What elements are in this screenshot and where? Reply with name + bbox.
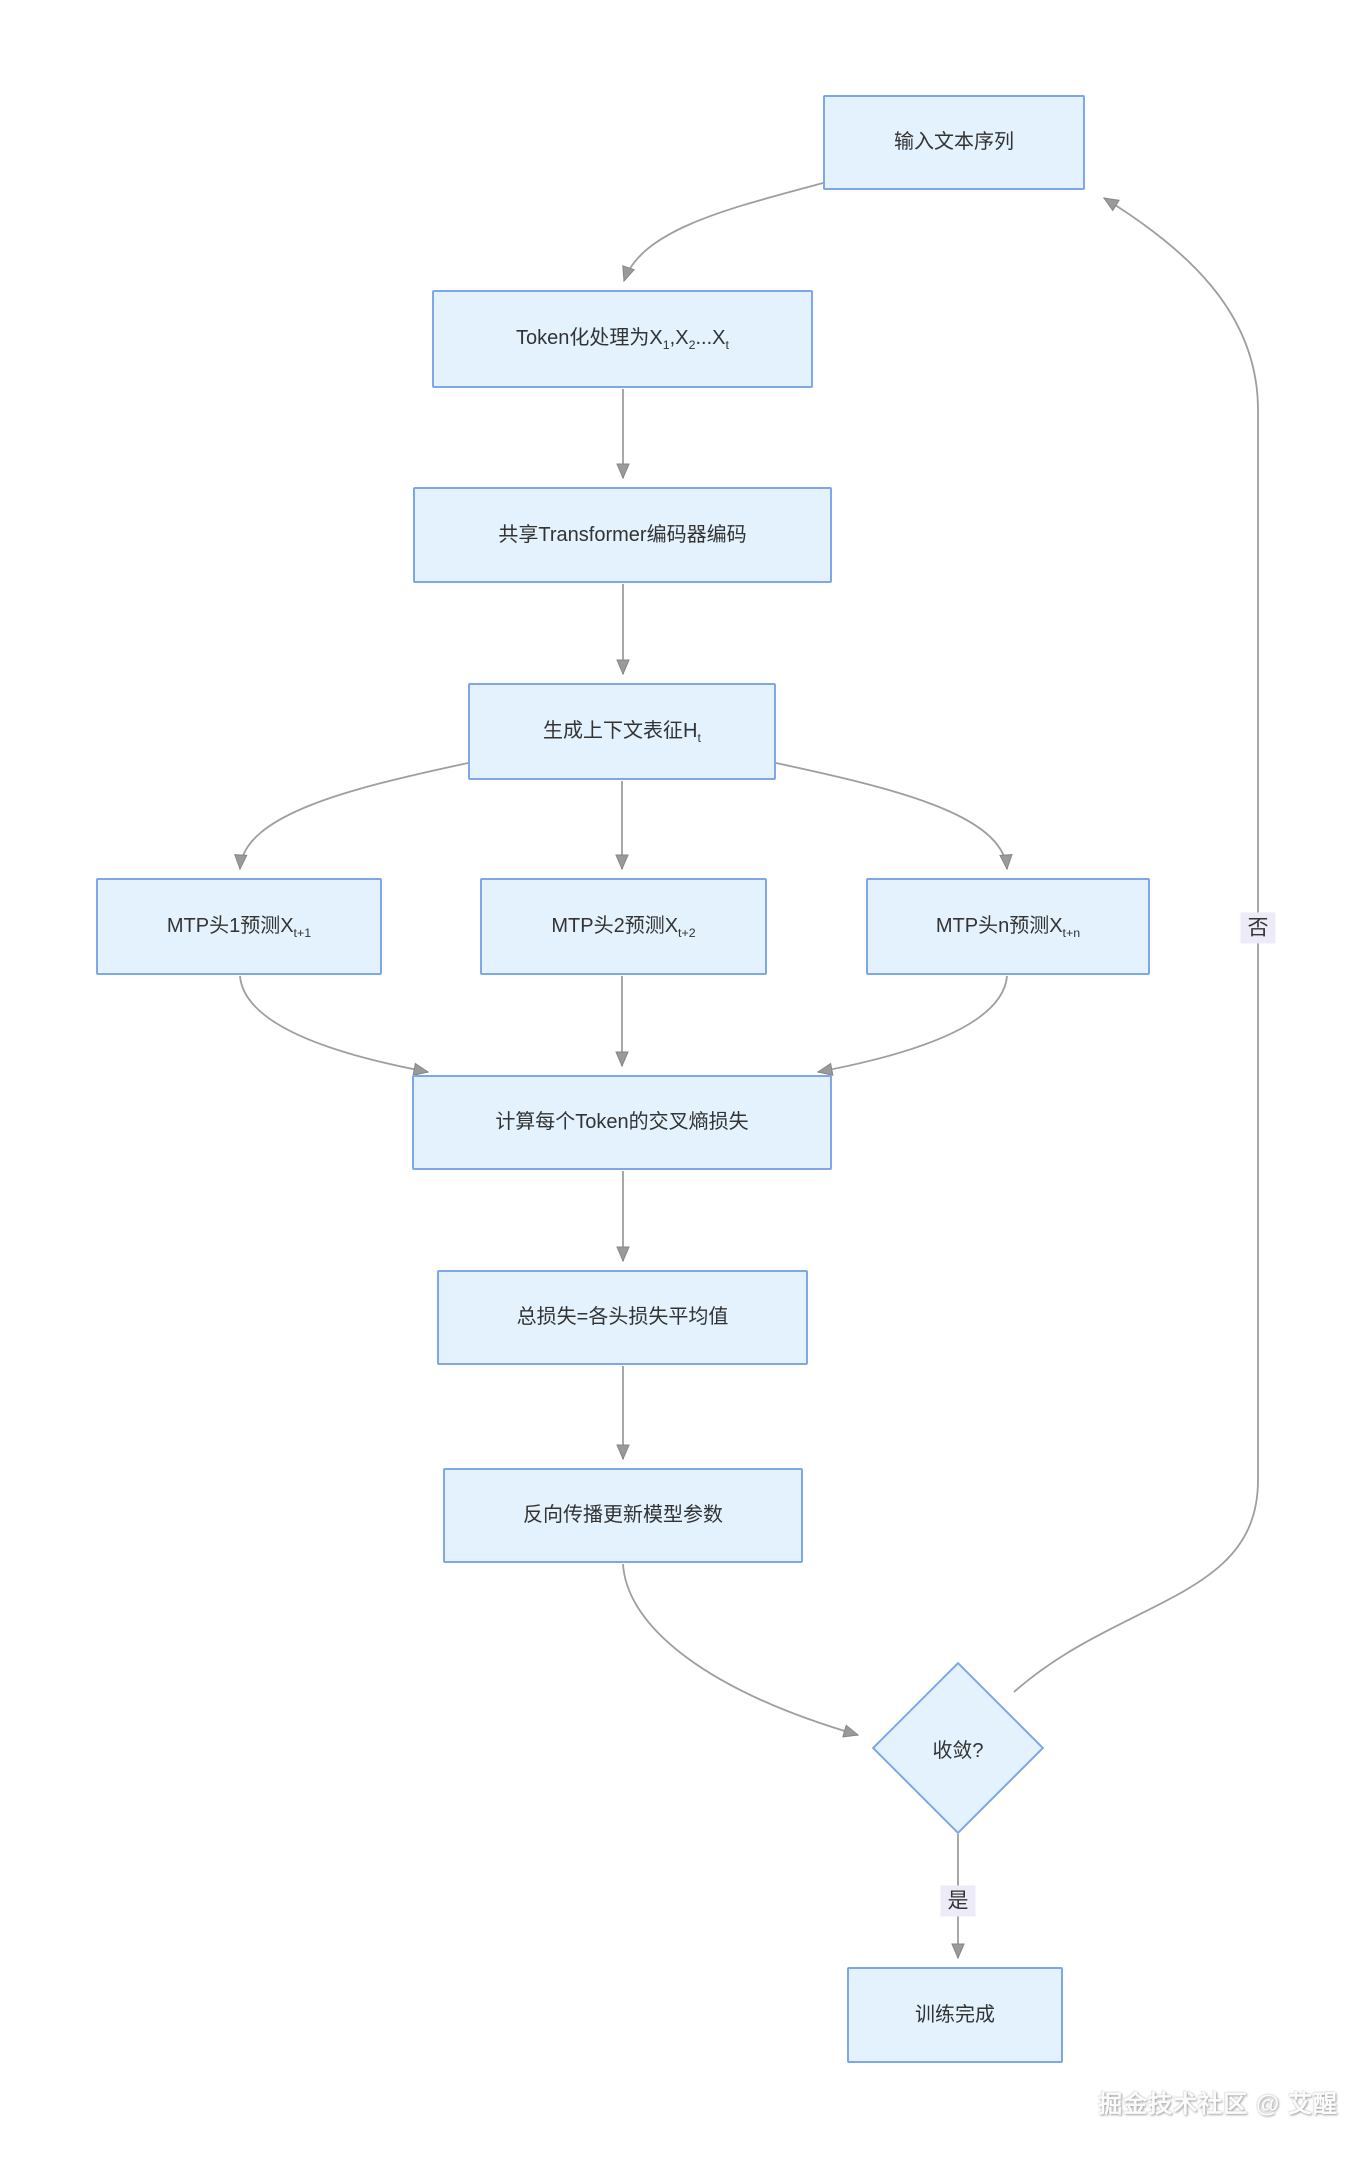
node-done-label: 训练完成 xyxy=(915,2003,995,2026)
node-converge-decision: 收敛? xyxy=(871,1661,1045,1835)
node-tokenize-label: Token化处理为X1,X2...Xt xyxy=(516,327,729,353)
node-encoder-label: 共享Transformer编码器编码 xyxy=(498,523,747,546)
node-mtp-head-n: MTP头n预测Xt+n xyxy=(866,878,1150,975)
node-mtp-head-n-label: MTP头n预测Xt+n xyxy=(935,914,1081,940)
edge-context-to-mtp1 xyxy=(240,762,469,869)
node-done: 训练完成 xyxy=(847,1967,1063,2063)
node-total-loss: 总损失=各头损失平均值 xyxy=(437,1270,808,1365)
edge-mtp1-to-celoss xyxy=(239,975,428,1072)
node-mtp-head-1-label: MTP头1预测Xt+1 xyxy=(166,914,312,940)
node-total-loss-label: 总损失=各头损失平均值 xyxy=(516,1306,729,1328)
node-ce-loss-label: 计算每个Token的交叉熵损失 xyxy=(495,1111,749,1133)
edge-label-yes: 是 xyxy=(940,1885,976,1917)
node-ce-loss: 计算每个Token的交叉熵损失 xyxy=(412,1075,832,1170)
edge-input-to-tokenize xyxy=(624,182,824,281)
node-backprop: 反向传播更新模型参数 xyxy=(443,1468,803,1563)
node-backprop-label: 反向传播更新模型参数 xyxy=(523,1504,723,1526)
edge-mtpn-to-celoss xyxy=(818,975,1008,1072)
watermark: 掘金技术社区 @ 艾醒 xyxy=(1098,2091,1338,2118)
node-mtp-head-2: MTP头2预测Xt+2 xyxy=(480,878,767,975)
node-context: 生成上下文表征Ht xyxy=(468,683,776,780)
node-converge-label: 收敛? xyxy=(932,1739,984,1762)
node-encoder: 共享Transformer编码器编码 xyxy=(413,487,832,583)
node-context-label: 生成上下文表征Ht xyxy=(543,719,701,745)
node-tokenize: Token化处理为X1,X2...Xt xyxy=(432,290,813,388)
edge-backprop-to-converge xyxy=(622,1563,858,1735)
node-mtp-head-2-label: MTP头2预测Xt+2 xyxy=(551,914,696,940)
edge-label-no: 否 xyxy=(1240,912,1276,944)
node-mtp-head-1: MTP头1预测Xt+1 xyxy=(96,878,382,975)
edge-converge-to-input-no-loop xyxy=(1013,197,1259,1693)
edge-context-to-mtpn xyxy=(775,762,1007,869)
node-input-text: 输入文本序列 xyxy=(823,95,1085,190)
node-input-text-label: 输入文本序列 xyxy=(894,131,1014,153)
